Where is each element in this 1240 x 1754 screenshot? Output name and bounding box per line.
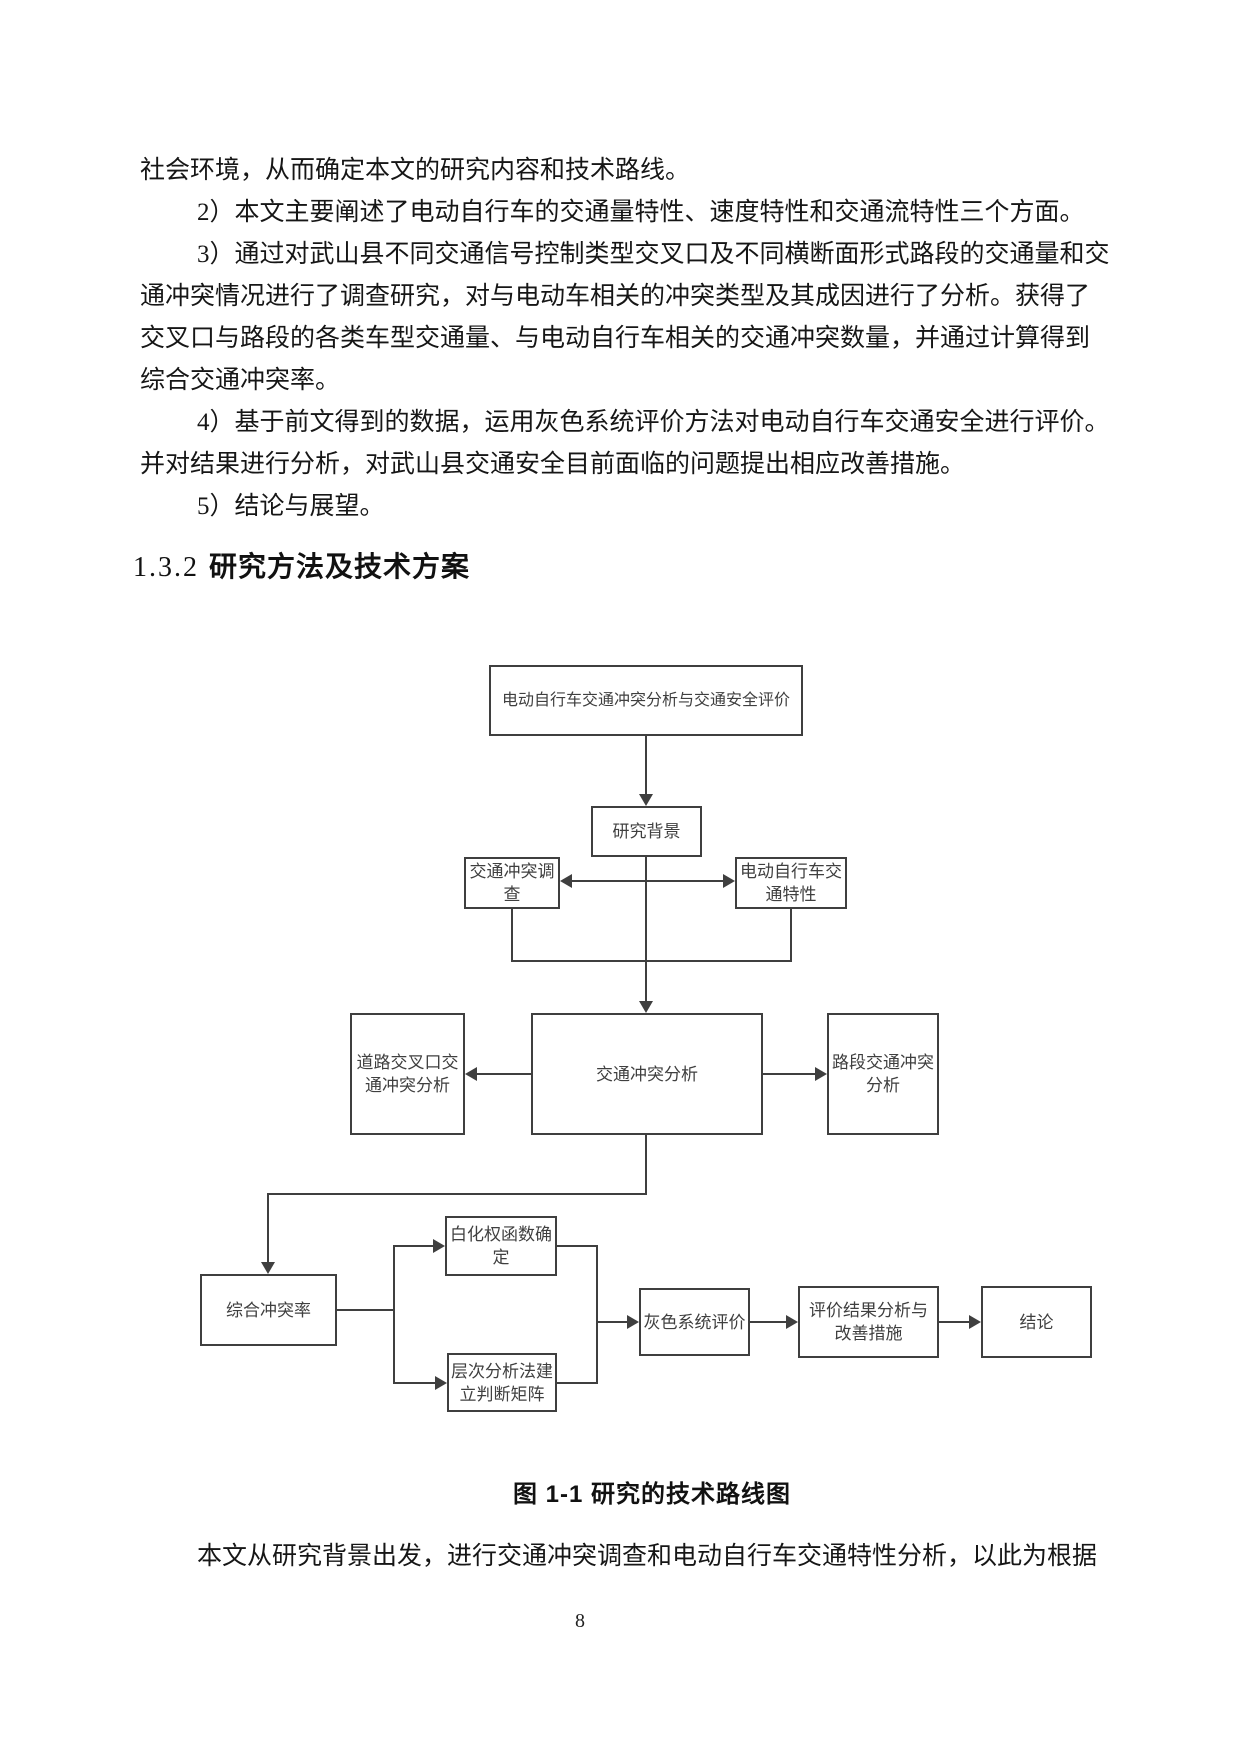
body-line-4: 通冲突情况进行了调查研究，对与电动车相关的冲突类型及其成因进行了分析。获得了 bbox=[140, 283, 1091, 310]
connector-survey-characteristics bbox=[570, 880, 725, 882]
arrow-right-evaluation-icon bbox=[786, 1315, 798, 1329]
arrow-left-survey-icon bbox=[560, 874, 572, 888]
closing-paragraph: 本文从研究背景出发，进行交通冲突调查和电动自行车交通特性分析，以此为根据 bbox=[197, 1543, 1098, 1570]
flow-node-ahp-judgment-matrix: 层次分析法建立判断矩阵 bbox=[447, 1353, 557, 1412]
connector-survey-down bbox=[511, 909, 513, 962]
connector-ahp-out bbox=[557, 1382, 598, 1384]
body-line-7: 4）基于前文得到的数据，运用灰色系统评价方法对电动自行车交通安全进行评价。 bbox=[197, 409, 1110, 436]
section-heading: 1.3.2 研究方法及技术方案 bbox=[133, 545, 470, 589]
arrow-right-grey-icon bbox=[627, 1315, 639, 1329]
connector-characteristics-down bbox=[790, 909, 792, 962]
body-line-9: 5）结论与展望。 bbox=[197, 493, 385, 520]
arrow-down-background-icon bbox=[639, 794, 653, 806]
connector-merge-vertical bbox=[596, 1245, 598, 1384]
arrow-left-intersection-icon bbox=[465, 1067, 477, 1081]
connector-branch-vertical bbox=[393, 1245, 395, 1384]
connector-background-down bbox=[645, 857, 647, 962]
body-line-3: 3）通过对武山县不同交通信号控制类型交叉口及不同横断面形式路段的交通量和交 bbox=[197, 241, 1110, 268]
flow-node-root: 电动自行车交通冲突分析与交通安全评价 bbox=[489, 665, 803, 736]
connector-to-whitening bbox=[394, 1245, 435, 1247]
flow-node-segment-conflict: 路段交通冲突分析 bbox=[827, 1013, 939, 1135]
arrow-down-analysis-icon bbox=[639, 1001, 653, 1013]
arrow-right-characteristics-icon bbox=[723, 874, 735, 888]
arrow-right-segment-icon bbox=[815, 1067, 827, 1081]
flow-node-conflict-survey: 交通冲突调查 bbox=[464, 857, 560, 909]
arrow-right-whitening-icon bbox=[433, 1239, 445, 1253]
connector-root-to-background bbox=[645, 736, 647, 796]
body-line-8: 并对结果进行分析，对武山县交通安全目前面临的问题提出相应改善措施。 bbox=[140, 451, 966, 478]
arrow-right-conclusion-icon bbox=[969, 1315, 981, 1329]
connector-to-composite-rate bbox=[267, 1193, 269, 1264]
flow-node-composite-conflict-rate: 综合冲突率 bbox=[200, 1274, 337, 1346]
flow-node-evaluation-improvement: 评价结果分析与改善措施 bbox=[798, 1286, 939, 1358]
connector-to-intersection bbox=[476, 1073, 532, 1075]
body-line-5: 交叉口与路段的各类车型交通量、与电动自行车相关的交通冲突数量，并通过计算得到 bbox=[140, 325, 1091, 352]
section-title: 研究方法及技术方案 bbox=[209, 551, 471, 582]
connector-merge-horizontal bbox=[511, 960, 792, 962]
connector-to-conclusion bbox=[939, 1321, 971, 1323]
section-number: 1.3.2 bbox=[133, 552, 199, 583]
connector-to-segment bbox=[763, 1073, 817, 1075]
figure-caption: 图 1-1 研究的技术路线图 bbox=[512, 1481, 792, 1508]
connector-to-ahp bbox=[394, 1382, 437, 1384]
connector-left-horizontal bbox=[267, 1193, 647, 1195]
connector-to-grey bbox=[597, 1321, 629, 1323]
connector-rate-to-branch bbox=[337, 1309, 395, 1311]
page-number: 8 bbox=[575, 1610, 585, 1632]
flow-node-whitening-weight-function: 白化权函数确定 bbox=[445, 1216, 557, 1276]
connector-whitening-out bbox=[557, 1245, 598, 1247]
connector-to-evaluation bbox=[750, 1321, 788, 1323]
flow-node-conclusion: 结论 bbox=[981, 1286, 1092, 1358]
flow-node-conflict-analysis: 交通冲突分析 bbox=[531, 1013, 763, 1135]
flow-node-grey-system-evaluation: 灰色系统评价 bbox=[639, 1288, 750, 1356]
flow-node-ebike-characteristics: 电动自行车交通特性 bbox=[735, 857, 847, 909]
flow-node-intersection-conflict: 道路交叉口交通冲突分析 bbox=[350, 1013, 465, 1135]
arrow-down-composite-icon bbox=[261, 1262, 275, 1274]
arrow-right-ahp-icon bbox=[435, 1376, 447, 1390]
connector-analysis-down bbox=[645, 1135, 647, 1195]
body-line-2: 2）本文主要阐述了电动自行车的交通量特性、速度特性和交通流特性三个方面。 bbox=[197, 199, 1085, 226]
connector-to-conflict-analysis bbox=[645, 960, 647, 1003]
flow-node-research-background: 研究背景 bbox=[591, 806, 702, 857]
body-line-6: 综合交通冲突率。 bbox=[140, 367, 341, 394]
body-line-1: 社会环境，从而确定本文的研究内容和技术路线。 bbox=[140, 157, 691, 184]
